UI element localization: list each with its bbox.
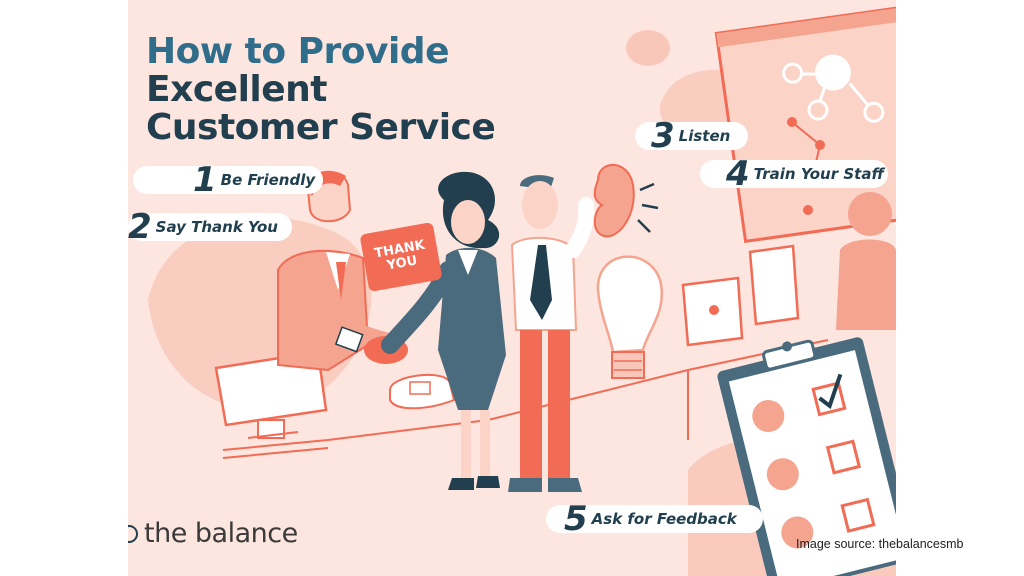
tip-label: Be Friendly	[220, 171, 316, 189]
tip-number: 3	[651, 116, 675, 156]
monitors-right	[681, 244, 800, 347]
title-line-2: Excellent	[146, 69, 328, 110]
tip-number: 1	[193, 160, 217, 200]
image-source-caption: Image source: thebalancesmb	[796, 537, 964, 551]
infographic: How to Provide Excellent Customer Servic…	[128, 0, 896, 576]
desk-phone	[389, 373, 456, 410]
illustration	[148, 5, 896, 576]
tip-label: Listen	[678, 127, 731, 145]
man	[508, 175, 595, 492]
feedback-clipboard	[717, 337, 896, 576]
monitor-left	[214, 350, 328, 439]
brand-circle-icon	[128, 524, 138, 543]
brand-logo: the balance	[128, 518, 298, 549]
tip-say-thank-you: 2 Say Thank You	[128, 207, 292, 247]
background-person-right	[836, 192, 896, 330]
tip-be-friendly: 1 Be Friendly	[133, 160, 324, 200]
ear	[593, 163, 659, 238]
tip-ask-feedback: 5 Ask for Feedback	[546, 499, 763, 539]
tip-train-staff: 4 Train Your Staff	[700, 154, 888, 194]
brand-name: the balance	[144, 518, 298, 549]
tip-number: 2	[128, 207, 152, 247]
title-line-3: Customer Service	[146, 107, 496, 148]
tip-number: 4	[726, 154, 750, 194]
woman	[381, 171, 506, 490]
speech-bubble-text: THANK YOU	[373, 237, 426, 274]
tip-label: Train Your Staff	[753, 165, 884, 183]
light-bulb	[596, 255, 663, 379]
tip-listen: 3 Listen	[635, 116, 749, 156]
title-line-1: How to Provide	[146, 31, 450, 72]
tip-label: Say Thank You	[155, 218, 278, 236]
tip-number: 5	[564, 499, 588, 539]
tip-label: Ask for Feedback	[591, 510, 737, 528]
